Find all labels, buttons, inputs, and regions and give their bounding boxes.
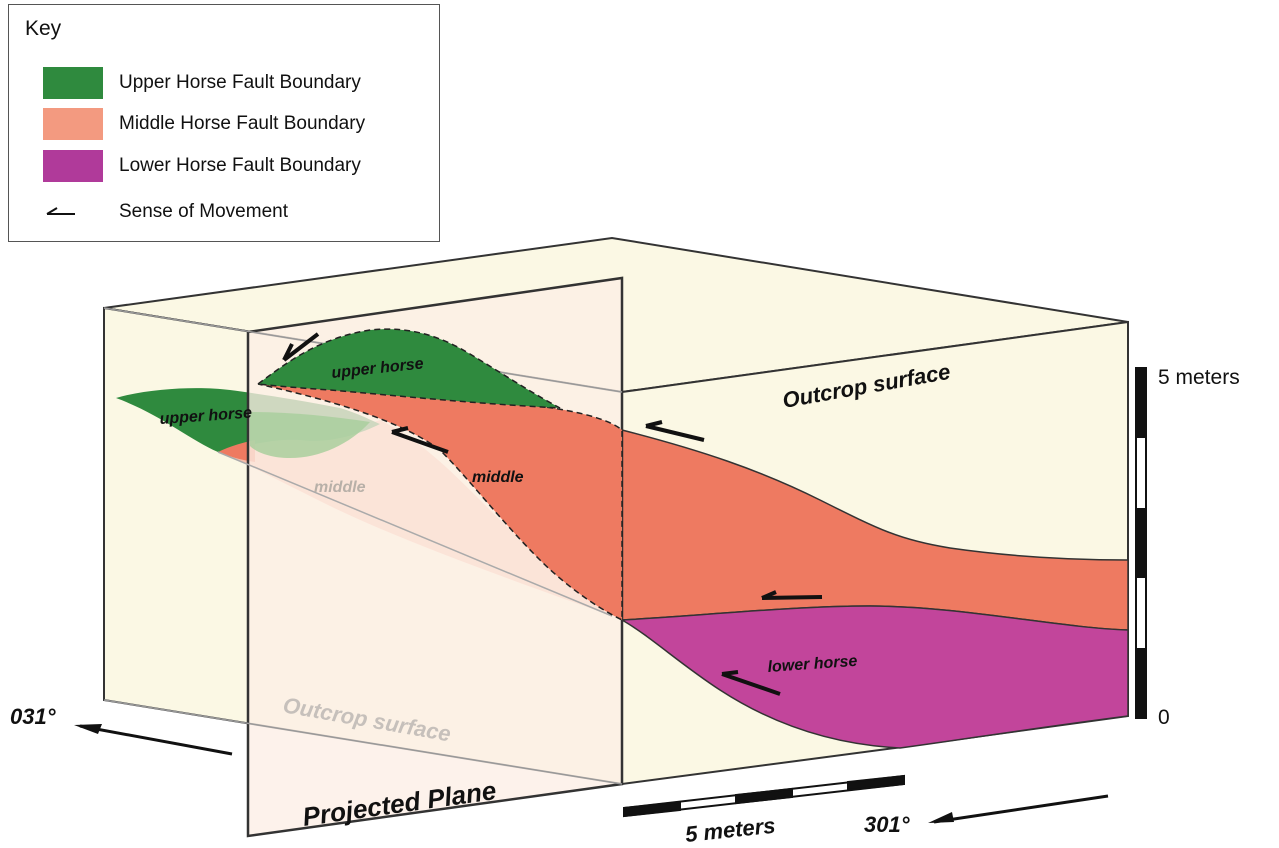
legend-swatch-middle	[43, 108, 103, 140]
legend-label-lower: Lower Horse Fault Boundary	[119, 155, 361, 176]
movement-arrow-upper	[282, 332, 320, 362]
horizontal-scale-bar	[623, 774, 905, 818]
label-middle-side: middle	[314, 479, 366, 496]
label-middle-front: middle	[472, 469, 524, 486]
label-bearing-right: 301°	[864, 812, 910, 837]
label-scale-horizontal: 5 meters	[684, 813, 777, 847]
legend-swatch-upper	[43, 67, 103, 99]
legend-item-upper: Upper Horse Fault Boundary	[43, 67, 361, 99]
lower-horse-right	[619, 605, 1129, 749]
legend-label-upper: Upper Horse Fault Boundary	[119, 72, 361, 93]
legend-item-middle: Middle Horse Fault Boundary	[43, 108, 365, 140]
movement-arrow-lower-horse	[721, 670, 781, 696]
label-scale-vertical-bottom: 0	[1158, 706, 1170, 729]
label-scale-vertical-top: 5 meters	[1158, 366, 1240, 389]
bearing-arrow-left	[74, 724, 233, 756]
vertical-scale-bar	[1135, 367, 1147, 719]
movement-arrow-middle-lower	[761, 590, 823, 600]
legend-title: Key	[25, 17, 62, 40]
outcrop-trace-bottom	[103, 699, 623, 785]
legend-item-movement: Sense of Movement	[43, 196, 288, 228]
movement-arrow-middle-front	[391, 426, 449, 454]
half-arrow-icon	[43, 196, 103, 228]
bearing-arrow-right	[928, 794, 1109, 824]
legend-label-middle: Middle Horse Fault Boundary	[119, 113, 366, 134]
legend-box: Key Upper Horse Fault Boundary Middle Ho…	[8, 4, 440, 242]
upper-horse-plane	[256, 328, 561, 409]
label-lower-horse: lower horse	[767, 653, 858, 676]
middle-horse-left-sliver	[218, 440, 255, 462]
label-upper-horse-side: upper horse	[159, 405, 253, 428]
legend-label-movement: Sense of Movement	[119, 201, 288, 222]
movement-arrow-right-face	[645, 420, 705, 442]
legend-swatch-lower	[43, 150, 103, 182]
middle-base-trace	[217, 451, 613, 617]
legend-item-lower: Lower Horse Fault Boundary	[43, 150, 361, 182]
label-bearing-left: 031°	[10, 704, 56, 729]
upper-horse-faded	[250, 412, 370, 458]
